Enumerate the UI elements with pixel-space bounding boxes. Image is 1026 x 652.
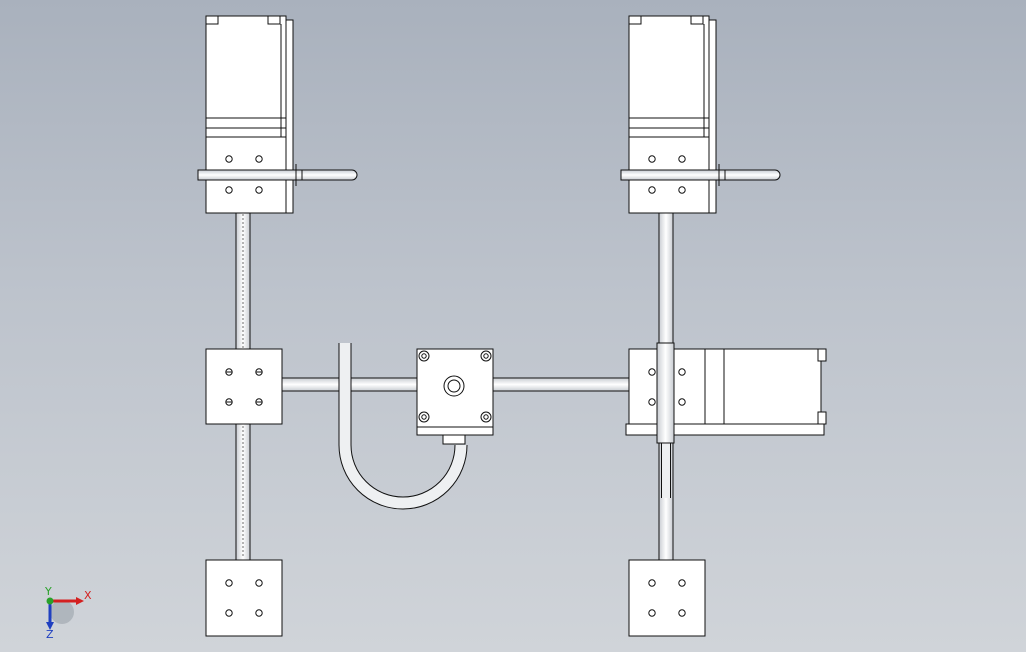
top-right-stepper-motor[interactable] [620, 15, 781, 214]
y-axis-dot [46, 597, 54, 605]
center-carriage-screws [418, 350, 492, 423]
center-carriage[interactable] [416, 348, 494, 445]
top-right-mount-holes [648, 155, 686, 194]
left-middle-slide-block[interactable] [205, 348, 283, 425]
orientation-triad: X Y Z [44, 585, 92, 641]
y-axis-label: Y [44, 585, 52, 598]
bottom-right-slide-block[interactable] [628, 559, 706, 637]
top-left-stepper-motor[interactable] [197, 15, 358, 214]
z-axis-label: Z [46, 628, 54, 641]
top-left-mount-holes [225, 155, 263, 194]
x-axis-label: X [84, 589, 92, 602]
right-slide-block-motor[interactable] [625, 342, 827, 444]
curved-cable-tube[interactable] [338, 343, 468, 510]
right-slide-block-holes [648, 368, 686, 406]
bottom-left-slide-block[interactable] [205, 559, 283, 637]
